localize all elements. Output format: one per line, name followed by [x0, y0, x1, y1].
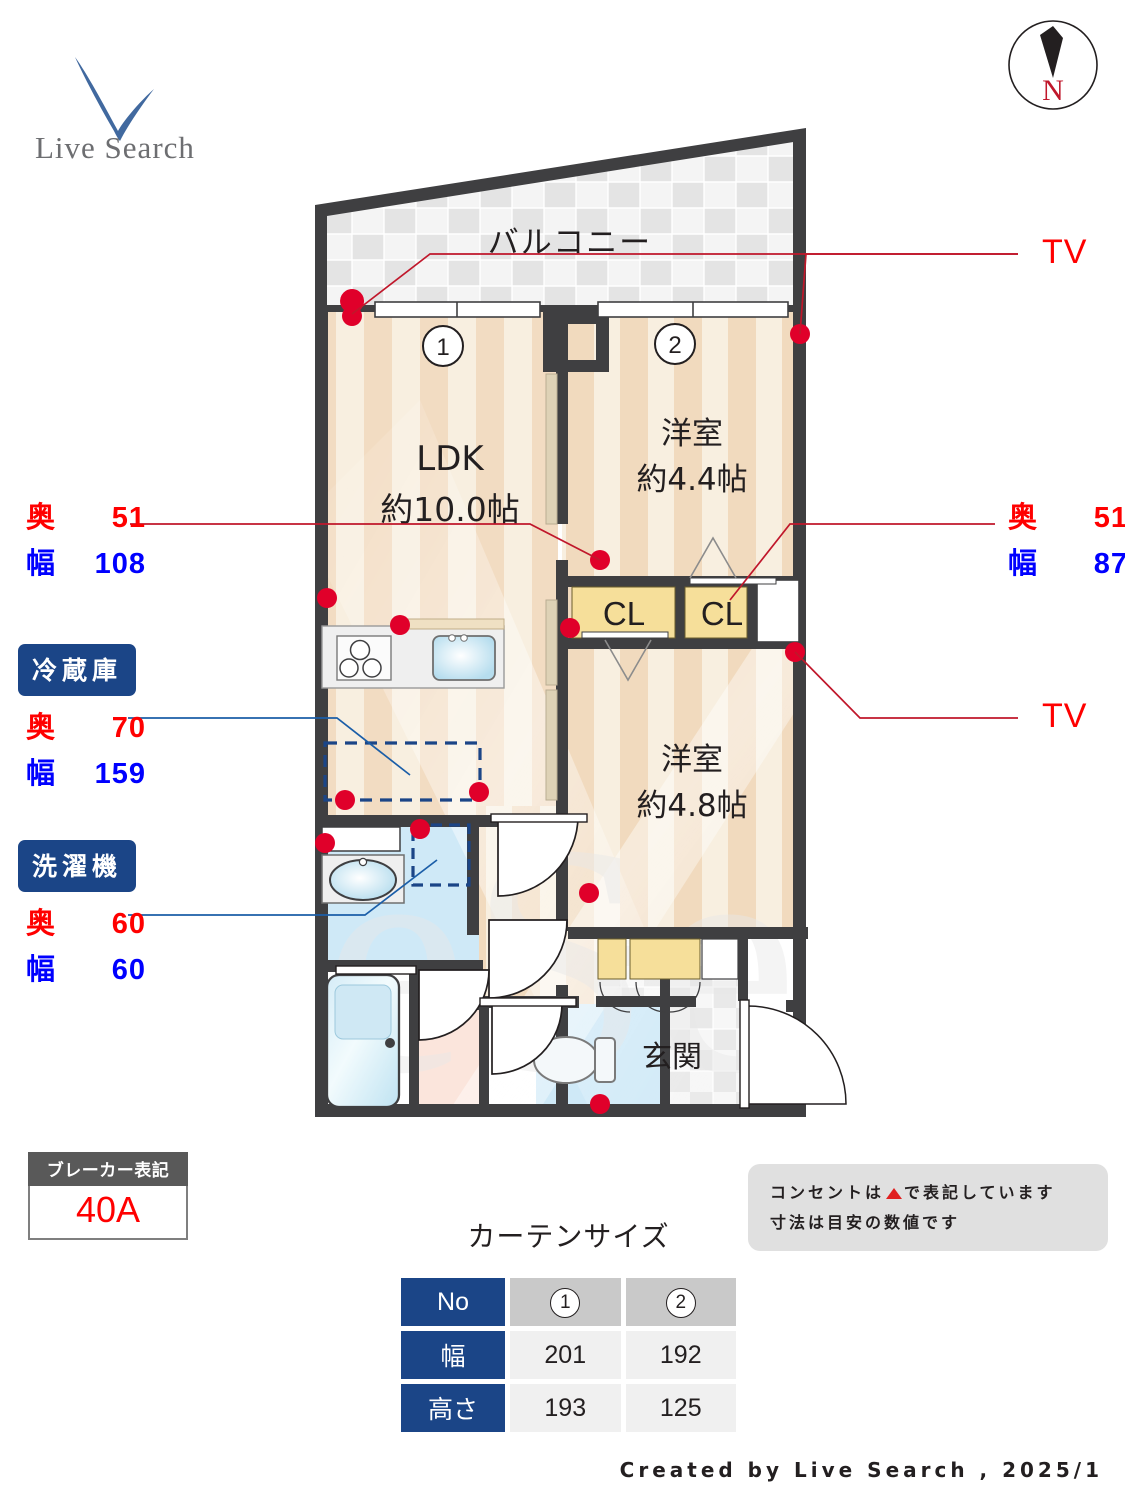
dimension-label-washing-machine: 洗濯機 奥 60 幅 60: [18, 840, 146, 988]
dim-value-width: 87: [1093, 548, 1125, 580]
curtain-size-table: No 1 2 幅 201 192 高さ 193 125: [396, 1273, 741, 1437]
room-area-bedroom2: 約4.8帖: [636, 788, 747, 824]
leader-lines: [128, 253, 1018, 916]
kitchen-counter: [321, 618, 505, 689]
refrigerator-space: [323, 741, 482, 802]
breaker-title: ブレーカー表記: [28, 1152, 188, 1186]
dim-key-depth: 奥: [26, 502, 57, 534]
dim-value-width: 60: [111, 954, 146, 986]
dim-value-depth: 51: [1093, 502, 1125, 534]
dim-key-width: 幅: [1008, 548, 1039, 580]
table-row-height: 高さ 193 125: [401, 1384, 736, 1432]
legend-note-line1: コンセントはで表記しています: [770, 1178, 1098, 1208]
dim-value-depth: 51: [111, 502, 146, 534]
dim-value-depth: 70: [111, 712, 146, 744]
toilet: [533, 1036, 616, 1084]
curtain-height-1: 193: [510, 1384, 621, 1432]
dim-key-width: 幅: [26, 954, 57, 986]
room-label-ldk: LDK: [416, 439, 485, 479]
legend-note-line2: 寸法は目安の数値です: [770, 1212, 961, 1232]
sliding-doors: [374, 301, 789, 318]
badge-washing-machine: 洗濯機: [18, 840, 137, 892]
door-leaves: [335, 813, 750, 1109]
breaker-box: ブレーカー表記 40A: [28, 1152, 188, 1240]
row-header-height: 高さ: [401, 1384, 505, 1432]
interior-sliding-partition: [545, 373, 558, 801]
outlet-triangle-icon: [886, 1188, 903, 1199]
curtain-size-section: カーテンサイズ No 1 2 幅 201 192 高さ 193 125: [396, 1215, 741, 1437]
dim-value-width: 108: [94, 548, 146, 580]
curtain-size-title: カーテンサイズ: [467, 1221, 670, 1252]
row-header-no: No: [401, 1278, 505, 1326]
washing-machine-space: [411, 823, 471, 887]
closet-label-2: CL: [701, 595, 743, 632]
window-number-markers: 1 2: [422, 323, 696, 367]
room-area-bedroom1: 約4.4帖: [636, 462, 747, 498]
shoe-cabinet: [597, 938, 739, 1013]
dimension-label-closet: 奥 51 幅 87: [1008, 494, 1125, 582]
room-label-bedroom2: 洋室: [661, 742, 723, 778]
dim-key-depth: 奥: [1008, 502, 1039, 534]
curtain-width-1: 201: [510, 1331, 621, 1379]
footer-credit: Created by Live Search , 2025/1: [619, 1458, 1103, 1482]
dim-key-depth: 奥: [26, 908, 57, 940]
window-marker-1: 1: [436, 334, 449, 361]
table-row-width: 幅 201 192: [401, 1331, 736, 1379]
curtain-width-2: 192: [625, 1331, 736, 1379]
tv-outlet-label-bottom: TV: [1042, 697, 1088, 735]
compass-north-label: N: [1042, 74, 1064, 107]
dim-key-width: 幅: [26, 758, 57, 790]
room-label-balcony: バルコニー: [488, 225, 652, 261]
dimension-label-refrigerator: 冷蔵庫 奥 70 幅 159: [18, 644, 146, 792]
dimension-label-curtain1: 奥 51 幅 108: [26, 494, 146, 582]
curtain-number-2: 2: [665, 1288, 696, 1318]
bathtub: [325, 973, 401, 1109]
door-swings: [418, 815, 847, 1105]
window-marker-2: 2: [668, 332, 681, 359]
compass-rose: N: [1006, 18, 1100, 112]
curtain-height-2: 125: [625, 1384, 736, 1432]
dim-value-depth: 60: [111, 908, 146, 940]
room-area-ldk: 約10.0帖: [380, 490, 519, 529]
legend-note-line1-post: で表記しています: [904, 1183, 1056, 1202]
room-label-bedroom1: 洋室: [661, 416, 723, 452]
curtain-number-1: 1: [550, 1288, 581, 1318]
dim-value-width: 159: [94, 758, 146, 790]
table-row-no: No 1 2: [401, 1278, 736, 1326]
room-balcony: バルコニー: [315, 128, 806, 317]
breaker-value: 40A: [75, 1189, 141, 1230]
dim-key-width: 幅: [26, 548, 57, 580]
closet-label-1: CL: [603, 595, 645, 632]
brand-logo: Live Search: [30, 45, 270, 175]
dim-key-depth: 奥: [26, 712, 57, 744]
legend-note: コンセントはで表記しています 寸法は目安の数値です: [748, 1164, 1108, 1252]
room-label-entrance: 玄関: [642, 1040, 702, 1075]
tv-outlet-label-top: TV: [1042, 233, 1088, 271]
column-header-1: 1: [510, 1278, 621, 1326]
brand-name: Live Search: [35, 130, 195, 165]
legend-note-line1-pre: コンセントは: [770, 1183, 885, 1202]
floorplan-drawing: バルコニー eSe: [128, 128, 1018, 1140]
row-header-width: 幅: [401, 1331, 505, 1379]
column-header-2: 2: [625, 1278, 736, 1326]
vanity-washbasin: [321, 826, 405, 904]
badge-refrigerator: 冷蔵庫: [18, 644, 137, 696]
closet-group: CL CL: [571, 536, 800, 682]
